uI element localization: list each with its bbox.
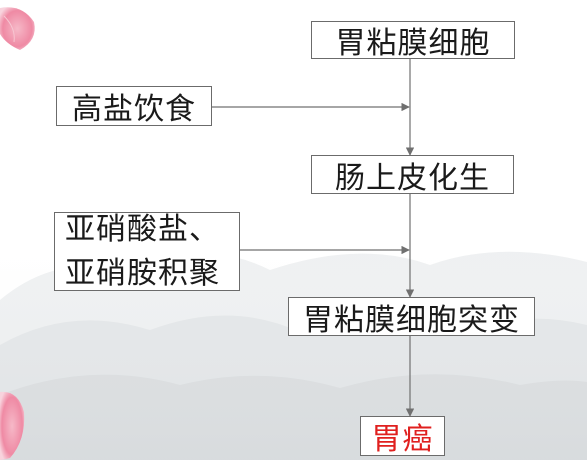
node-nitrite-line-2: 亚硝胺积聚 — [65, 255, 220, 291]
node-gastric-cancer: 胃癌 — [360, 416, 445, 457]
node-high-salt-diet: 高盐饮食 — [56, 86, 212, 127]
node-gastric-mucosa-cell: 胃粘膜细胞 — [311, 21, 515, 61]
node-mucosa-mutation: 胃粘膜细胞突变 — [288, 297, 535, 338]
node-nitrite-line-1: 亚硝酸盐、 — [65, 211, 220, 247]
node-intestinal-metaplasia: 肠上皮化生 — [311, 155, 514, 196]
petal-bottom-left — [0, 391, 25, 460]
petal-top-left — [0, 7, 35, 50]
node-nitrite-accumulation: 亚硝酸盐、 亚硝胺积聚 — [54, 212, 240, 291]
